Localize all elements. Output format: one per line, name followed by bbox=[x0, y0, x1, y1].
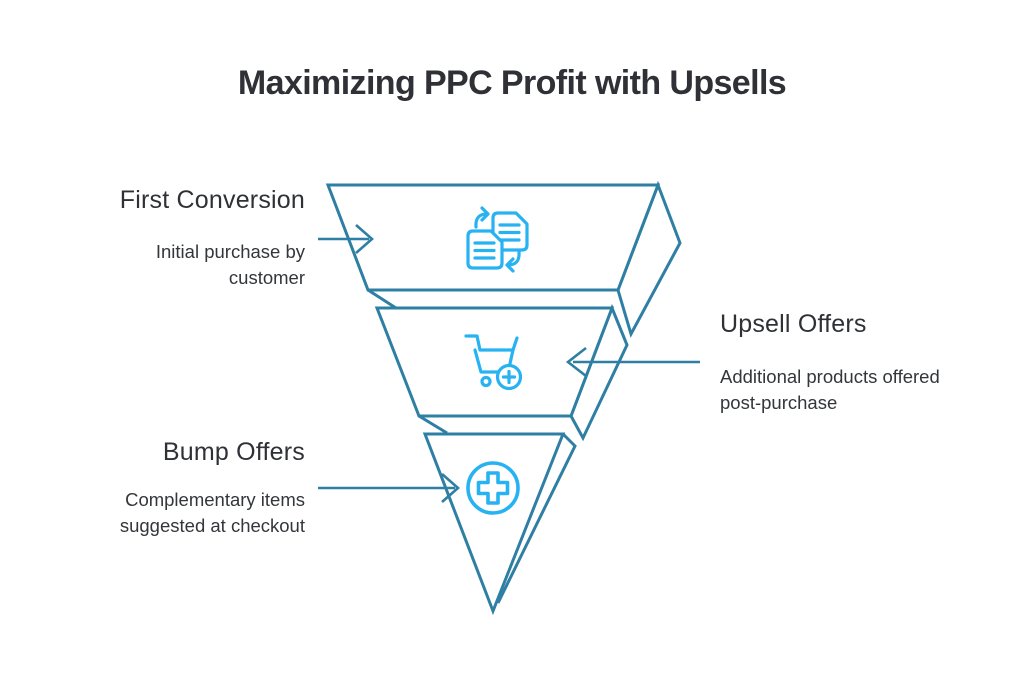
stage-1-description: Initial purchase by customer bbox=[155, 241, 305, 288]
circle-plus-icon bbox=[466, 461, 520, 515]
funnel-stage-3-side-face bbox=[496, 432, 577, 604]
stage-2-label: Upsell Offers bbox=[720, 310, 867, 338]
connector-arrows bbox=[318, 224, 700, 503]
stage-2-description: Additional products offered post-purchas… bbox=[720, 366, 940, 413]
stage-3-description: Complementary items suggested at checkou… bbox=[119, 489, 305, 536]
arrow-bump-offers bbox=[318, 473, 460, 503]
stage-1-fold-line bbox=[367, 288, 397, 310]
add-to-cart-icon bbox=[464, 334, 523, 391]
label-first-conversion: First Conversion Initial purchase by cus… bbox=[45, 186, 305, 291]
stage-2-fold-line bbox=[418, 414, 448, 435]
funnel-stage-3 bbox=[422, 432, 577, 616]
funnel-stage-2 bbox=[374, 303, 629, 442]
page-title: Maximizing PPC Profit with Upsells bbox=[237, 64, 787, 102]
stage-3-label: Bump Offers bbox=[162, 438, 305, 466]
funnel-stage-3-front-face bbox=[422, 432, 566, 616]
label-upsell-offers: Upsell Offers Additional products offere… bbox=[720, 310, 960, 416]
arrow-first-conversion bbox=[318, 224, 374, 254]
arrow-upsell-offers bbox=[565, 346, 700, 378]
label-bump-offers: Bump Offers Complementary items suggeste… bbox=[45, 438, 305, 539]
funnel-stage-2-front-face bbox=[374, 306, 615, 418]
copy-documents-icon bbox=[466, 206, 529, 273]
stage-1-label: First Conversion bbox=[119, 186, 305, 214]
